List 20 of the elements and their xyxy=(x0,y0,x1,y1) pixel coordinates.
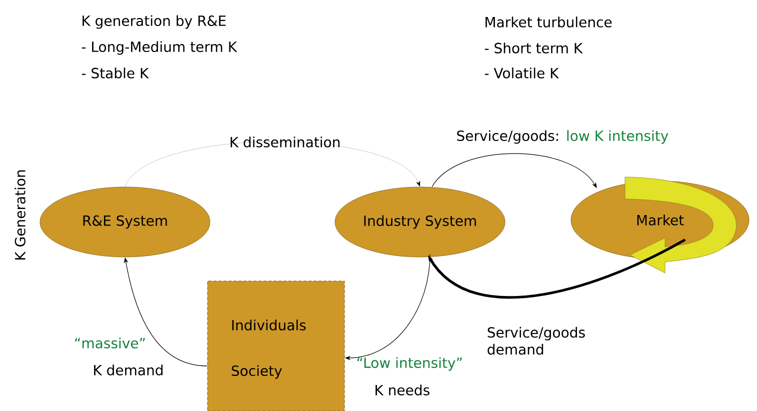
edge-label: Service/goods demand xyxy=(488,326,585,355)
society-box xyxy=(207,280,345,411)
edge-label: K needs xyxy=(376,384,430,396)
note-text: “Low intensity” xyxy=(357,357,462,371)
heading: Market turbulence xyxy=(486,16,612,28)
edge-label: Service/goods: xyxy=(457,130,558,144)
edge-label: K dissemination xyxy=(230,136,340,148)
note: - Long-Medium term K xyxy=(82,41,238,55)
axis-label: K Generation xyxy=(14,170,26,260)
note-text: “massive” xyxy=(75,338,145,348)
box-text: Individuals xyxy=(232,320,306,330)
note-text: low K intensity xyxy=(567,130,668,144)
note: - Volatile K xyxy=(484,68,560,78)
arrow xyxy=(124,142,420,187)
note: - Short term K xyxy=(484,42,583,54)
edge-label: K demand xyxy=(94,364,163,376)
arrow xyxy=(428,238,686,298)
heading: K generation by R&E xyxy=(82,15,226,29)
box-text: Society xyxy=(232,365,282,379)
note: - Stable K xyxy=(82,68,149,78)
